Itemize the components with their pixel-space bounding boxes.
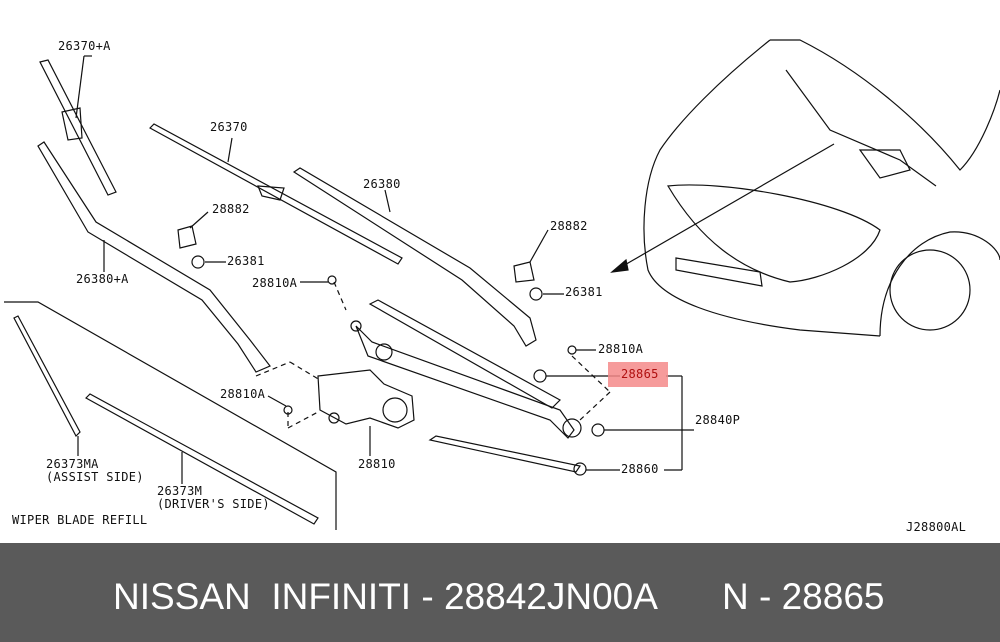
pointer-arrow	[615, 143, 835, 271]
diagram-code: J28800AL	[906, 520, 967, 534]
footer-part-code: N - 28865	[722, 576, 885, 617]
label-26381-left: 26381	[227, 254, 265, 268]
label-26373ma: 26373MA	[46, 457, 99, 471]
highlight-28865	[608, 362, 668, 387]
nut-26381-right	[529, 287, 543, 301]
label-wiper-blade-refill: WIPER BLADE REFILL	[12, 513, 148, 527]
label-26381-right: 26381	[565, 285, 603, 299]
label-28810a-left: 28810A	[220, 387, 266, 401]
bolts-28810a	[255, 281, 611, 429]
label-assist-side: (ASSIST SIDE)	[46, 470, 144, 484]
wiper-blade-26370	[149, 123, 403, 265]
label-28882-right: 28882	[550, 219, 588, 233]
label-28860: 28860	[621, 462, 659, 476]
refill-section	[4, 301, 337, 530]
nut-26381-left	[191, 255, 205, 269]
label-28882-left: 28882	[212, 202, 250, 216]
wiper-arm-26380	[292, 167, 537, 347]
cap-28882-right	[513, 261, 535, 283]
footer-banner: NISSAN INFINITI - 28842JN00A N - 28865	[0, 543, 1000, 642]
label-26380a: 26380+A	[76, 272, 129, 286]
label-drivers-side: (DRIVER'S SIDE)	[157, 497, 270, 511]
label-26380: 26380	[363, 177, 401, 191]
label-26370: 26370	[210, 120, 248, 134]
label-28810a-right: 28810A	[598, 342, 644, 356]
cap-28882-left	[177, 225, 197, 249]
label-28865[interactable]: 28865	[621, 367, 659, 381]
label-28810a-top: 28810A	[252, 276, 298, 290]
wiper-blade-26370a	[39, 55, 117, 196]
label-28810: 28810	[358, 457, 396, 471]
wiper-arm-26380a	[37, 141, 271, 373]
footer-brand-part-number: NISSAN INFINITI - 28842JN00A	[113, 576, 658, 617]
wiper-parts-diagram	[4, 39, 1000, 530]
wiper-motor-28810	[317, 369, 415, 456]
label-26373m: 26373M	[157, 484, 203, 498]
car-outline	[643, 39, 1000, 337]
label-26370a: 26370+A	[58, 39, 111, 53]
wiper-linkage-28840p	[350, 299, 605, 476]
label-28840p: 28840P	[695, 413, 741, 427]
